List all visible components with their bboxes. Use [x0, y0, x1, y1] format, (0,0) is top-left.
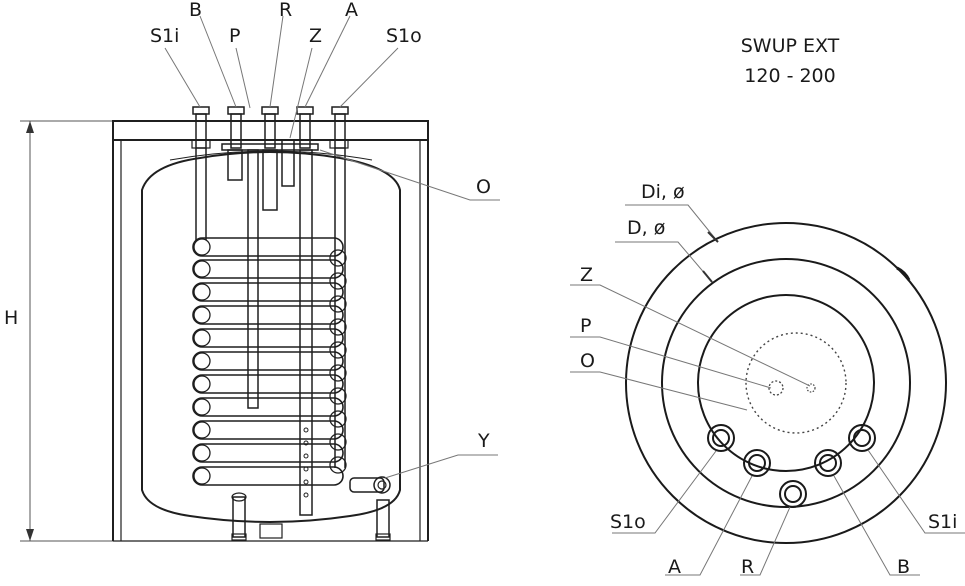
flange-left — [191, 139, 211, 149]
label-R: R — [279, 0, 292, 21]
bottom-fittings — [231, 492, 391, 541]
inner-flange — [221, 143, 319, 151]
label-P-top: P — [580, 315, 591, 337]
tube-R — [262, 149, 278, 211]
label-O-top: O — [580, 350, 595, 372]
label-S1o-top: S1o — [610, 511, 646, 533]
label-A: A — [345, 0, 358, 21]
label-S1o: S1o — [386, 25, 422, 47]
outer-diameter-D — [625, 222, 947, 544]
label-O: O — [476, 176, 491, 198]
side-view: H — [4, 0, 500, 542]
title-line-2: 120 - 200 — [744, 65, 835, 87]
label-S1i-top: S1i — [928, 511, 957, 533]
casing-tab — [896, 266, 911, 281]
side-outlet-Y — [349, 476, 391, 494]
tank-flange-circle — [697, 294, 875, 472]
inner-tank-top-line — [169, 150, 373, 161]
label-R-top: R — [741, 556, 754, 578]
label-D: D, ø — [627, 217, 665, 239]
sensor-Z-circle — [806, 383, 816, 393]
heating-coil — [192, 237, 347, 486]
top-view: Di, ø D, ø Z P O S1o A R B S1i — [570, 181, 965, 578]
tube-Z — [281, 139, 295, 187]
flange-right — [329, 139, 349, 149]
top-view-leaders — [570, 204, 965, 576]
connection-rings — [707, 424, 876, 508]
sensor-P-circle — [768, 380, 784, 396]
label-A-top: A — [668, 556, 681, 578]
inner-tank — [141, 151, 401, 523]
inner-diameter-Di — [661, 258, 911, 508]
tube-B — [227, 149, 243, 181]
side-view-leaders — [164, 15, 500, 479]
label-S1i: S1i — [150, 25, 179, 47]
label-Di: Di, ø — [641, 181, 685, 203]
label-Z-top: Z — [580, 264, 593, 286]
top-nozzles — [192, 106, 349, 149]
title-line-1: SWUP EXT — [741, 35, 840, 57]
label-B-top: B — [897, 556, 910, 578]
label-B: B — [189, 0, 202, 21]
label-Z: Z — [309, 25, 322, 47]
label-H: H — [4, 307, 18, 329]
label-Y: Y — [477, 430, 490, 452]
anode-O-circle — [745, 332, 847, 434]
top-cover — [112, 120, 429, 141]
dimension-arrow-top — [26, 121, 34, 133]
dimension-arrow-bottom — [26, 529, 34, 541]
label-P: P — [229, 25, 240, 47]
tube-A — [299, 149, 313, 516]
tube-P — [247, 149, 259, 409]
